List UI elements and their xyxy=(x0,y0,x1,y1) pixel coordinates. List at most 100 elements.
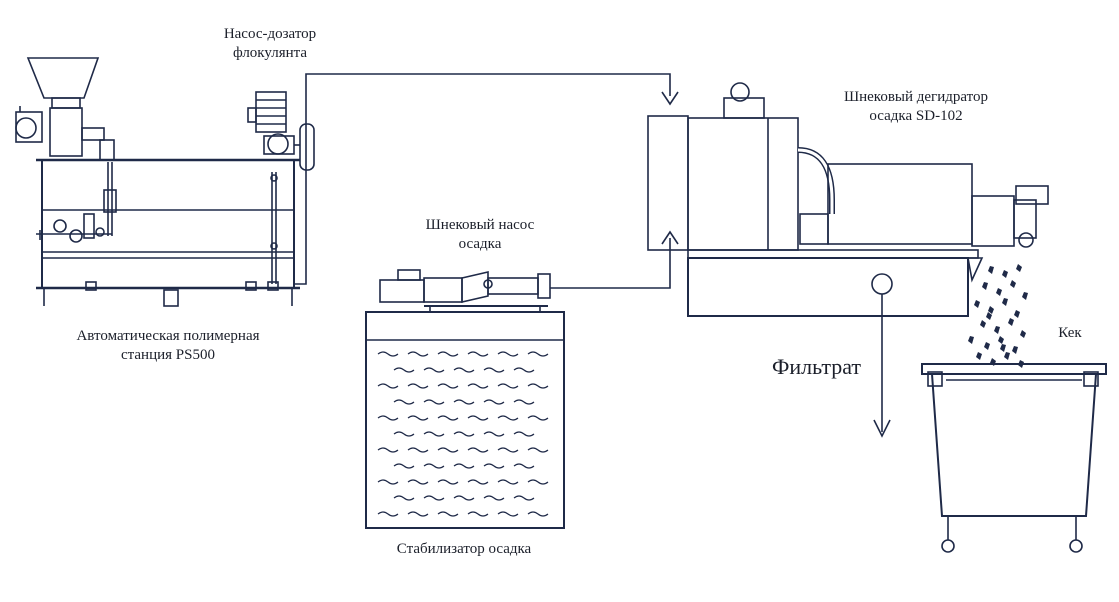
cake-particle xyxy=(1016,264,1022,272)
wave-mark xyxy=(527,415,549,421)
cake-particle xyxy=(1000,344,1006,352)
wave-mark xyxy=(527,511,549,517)
cake-particle xyxy=(990,358,996,366)
wave-mark xyxy=(437,511,459,517)
wave-mark xyxy=(437,415,459,421)
screw-dehydrator xyxy=(647,82,1049,317)
cake-particle xyxy=(984,342,990,350)
wave-mark xyxy=(393,431,415,437)
wave-mark xyxy=(453,367,475,373)
stabilizer-label-text: Стабилизатор осадка xyxy=(396,541,532,557)
polymer-station-label: Автоматическая полимерная станция PS500 xyxy=(40,327,296,365)
cake-particle xyxy=(988,266,994,274)
wave-mark xyxy=(467,447,489,453)
wave-mark xyxy=(423,367,445,373)
wave-mark xyxy=(423,399,445,405)
wave-mark xyxy=(407,511,429,517)
wave-mark xyxy=(483,495,505,501)
cake-particle xyxy=(994,326,1000,334)
filtrate-arrow xyxy=(873,419,891,438)
cake-particle xyxy=(1008,318,1014,326)
cake-label: Кек xyxy=(1050,324,1090,343)
polymer-pipe-inlet-arrow xyxy=(661,91,679,106)
cake-particle xyxy=(982,282,988,290)
wave-mark xyxy=(453,495,475,501)
polymer-station xyxy=(15,57,300,307)
cake-particles xyxy=(968,264,1028,368)
stabilizer-tank xyxy=(365,311,565,529)
cake-particle xyxy=(980,320,986,328)
wave-mark xyxy=(527,351,549,357)
dehydrator-label: Шнековый дегидратор осадка SD-102 xyxy=(824,88,1008,126)
wave-mark xyxy=(497,351,519,357)
wave-mark xyxy=(407,415,429,421)
wave-mark xyxy=(513,431,535,437)
screw-pump-label-line2: осадка xyxy=(458,236,502,252)
cake-particle xyxy=(976,352,982,360)
wave-mark xyxy=(437,447,459,453)
cake-particle xyxy=(1012,346,1018,354)
wave-mark xyxy=(497,479,519,485)
cake-particle xyxy=(1010,280,1016,288)
wave-mark xyxy=(377,447,399,453)
screw-pump-label-line1: Шнековый насос xyxy=(425,217,535,233)
wave-mark xyxy=(483,399,505,405)
screw-pump-label: Шнековый насос осадка xyxy=(400,216,560,254)
wave-mark xyxy=(467,383,489,389)
cake-particle xyxy=(1022,292,1028,300)
wave-mark xyxy=(437,479,459,485)
dehydrator-label-line2: осадка SD-102 xyxy=(869,108,963,124)
cake-bin xyxy=(921,363,1107,553)
wave-mark xyxy=(497,415,519,421)
wave-mark xyxy=(407,383,429,389)
wave-mark xyxy=(407,351,429,357)
wave-mark xyxy=(437,351,459,357)
wave-mark xyxy=(453,463,475,469)
cake-particle xyxy=(968,336,974,344)
wave-mark xyxy=(513,495,535,501)
dosing-pump-label-line2: флокулянта xyxy=(232,45,308,61)
sludge-waves xyxy=(377,351,549,517)
wave-mark xyxy=(407,447,429,453)
wave-mark xyxy=(453,431,475,437)
polymer-station-label-line1: Автоматическая полимерная xyxy=(76,328,260,344)
cake-label-text: Кек xyxy=(1058,325,1082,341)
wave-mark xyxy=(453,399,475,405)
wave-mark xyxy=(513,399,535,405)
wave-mark xyxy=(377,511,399,517)
wave-mark xyxy=(513,367,535,373)
wave-mark xyxy=(467,479,489,485)
stabilizer-label: Стабилизатор осадка xyxy=(364,540,564,559)
wave-mark xyxy=(527,479,549,485)
wave-mark xyxy=(423,463,445,469)
cake-particle xyxy=(1018,360,1024,368)
wave-mark xyxy=(393,399,415,405)
sludge-pipe xyxy=(550,238,671,289)
cake-particle xyxy=(1002,270,1008,278)
cake-particle xyxy=(1014,310,1020,318)
dosing-pump xyxy=(247,91,315,171)
wave-mark xyxy=(377,479,399,485)
filtrate-label: Фильтрат xyxy=(772,354,861,380)
screw-pump xyxy=(379,269,551,312)
sludge-pipe-inlet-arrow xyxy=(661,230,679,245)
wave-mark xyxy=(393,463,415,469)
polymer-station-label-line2: станция PS500 xyxy=(121,347,215,363)
dosing-pump-label-line1: Насос-дозатор xyxy=(223,26,317,42)
dehydrator-label-line1: Шнековый дегидратор xyxy=(843,89,988,105)
wave-mark xyxy=(513,463,535,469)
wave-mark xyxy=(423,495,445,501)
wave-mark xyxy=(437,383,459,389)
wave-mark xyxy=(483,463,505,469)
wave-mark xyxy=(393,367,415,373)
wave-mark xyxy=(483,431,505,437)
wave-mark xyxy=(497,511,519,517)
wave-mark xyxy=(467,351,489,357)
polymer-pipe xyxy=(294,73,671,285)
wave-mark xyxy=(467,415,489,421)
cake-particle xyxy=(974,300,980,308)
wave-mark xyxy=(377,415,399,421)
wave-mark xyxy=(393,495,415,501)
cake-particle xyxy=(986,312,992,320)
